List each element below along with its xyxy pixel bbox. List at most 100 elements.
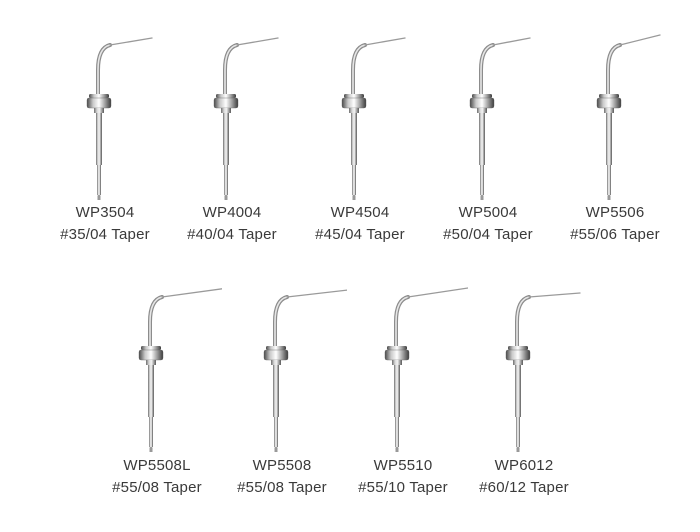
product-label: WP5510 #55/10 Taper — [338, 455, 468, 499]
nut-top — [387, 346, 407, 350]
endo-tip-image — [138, 288, 222, 452]
tip-neck-highlight — [480, 44, 494, 103]
product-item: WP5508L #55/08 Taper — [92, 282, 222, 532]
nut-top — [508, 346, 528, 350]
product-taper: #35/04 Taper — [60, 226, 150, 243]
nut-body — [505, 349, 531, 361]
shaft-upper — [606, 113, 612, 165]
product-code: WP4004 — [202, 204, 262, 221]
nut-top — [472, 94, 492, 98]
shaft-upper — [515, 365, 521, 417]
endo-tip-image — [213, 37, 279, 200]
product-label: WP5508#55/08 Taper — [217, 455, 347, 499]
product-item: WP4004 #40/04 Taper — [167, 30, 297, 280]
tip-file — [236, 37, 279, 46]
tip-file — [286, 289, 347, 298]
shaft-upper — [223, 113, 229, 165]
nut-collar — [604, 108, 614, 113]
product-taper: #55/08 Taper — [112, 479, 202, 496]
endo-tip-image — [469, 37, 531, 200]
tip-file — [619, 34, 661, 46]
product-taper: #50/04 Taper — [443, 226, 533, 243]
tip-file — [161, 288, 222, 298]
product-label: WP6012 #60/12 Taper — [459, 455, 589, 499]
nut-collar — [477, 108, 487, 113]
product-taper: #55/08 Taper — [237, 479, 327, 496]
product-item: WP5508#55/08 Taper — [217, 282, 347, 532]
shaft-upper — [394, 365, 400, 417]
product-code: WP6012 — [494, 457, 554, 474]
shaft-end — [395, 447, 399, 452]
nut-body — [263, 349, 289, 361]
nut-collar — [94, 108, 104, 113]
nut-collar — [146, 360, 156, 365]
nut-body — [596, 97, 622, 109]
shaft-lower — [480, 165, 484, 195]
shaft-lower — [274, 417, 278, 447]
endo-tip-image — [341, 37, 406, 200]
nut-collar — [392, 360, 402, 365]
nut-body — [384, 349, 410, 361]
nut-top — [599, 94, 619, 98]
product-taper: #60/12 Taper — [479, 479, 569, 496]
nut-top — [141, 346, 161, 350]
nut-top — [216, 94, 236, 98]
tip-neck-highlight — [352, 44, 366, 103]
endo-tip-image — [263, 289, 347, 452]
tip-neck-highlight — [149, 296, 163, 355]
shaft-lower — [352, 165, 356, 195]
tip-file — [407, 287, 468, 298]
product-item: WP3504 #35/04 Taper — [40, 30, 170, 280]
tip-neck-highlight — [395, 296, 409, 355]
shaft-lower — [516, 417, 520, 447]
shaft-end — [480, 195, 484, 200]
product-label: WP5508L #55/08 Taper — [92, 455, 222, 499]
shaft-end — [274, 447, 278, 452]
product-taper: #55/10 Taper — [358, 479, 448, 496]
product-code: WP3504 — [75, 204, 135, 221]
tip-file — [528, 292, 581, 298]
nut-collar — [513, 360, 523, 365]
nut-collar — [349, 108, 359, 113]
nut-collar — [221, 108, 231, 113]
shaft-upper — [479, 113, 485, 165]
nut-body — [213, 97, 239, 109]
product-item: WP5004#50/04 Taper — [423, 30, 553, 280]
tip-file — [492, 37, 531, 46]
endo-tip-image — [384, 287, 468, 452]
product-label: WP5506#55/06 Taper — [550, 202, 680, 246]
product-label: WP4504 #45/04 Taper — [295, 202, 425, 246]
product-item: WP5510 #55/10 Taper — [338, 282, 468, 532]
shaft-end — [97, 195, 101, 200]
product-taper: #40/04 Taper — [187, 226, 277, 243]
shaft-end — [149, 447, 153, 452]
shaft-upper — [96, 113, 102, 165]
shaft-upper — [273, 365, 279, 417]
product-taper: #55/06 Taper — [570, 226, 660, 243]
product-label: WP3504 #35/04 Taper — [40, 202, 170, 246]
product-code: WP5510 — [373, 457, 433, 474]
tip-neck-highlight — [516, 296, 530, 355]
shaft-lower — [224, 165, 228, 195]
shaft-end — [352, 195, 356, 200]
nut-body — [86, 97, 112, 109]
product-taper: #45/04 Taper — [315, 226, 405, 243]
shaft-end — [516, 447, 520, 452]
shaft-upper — [148, 365, 154, 417]
nut-body — [341, 97, 367, 109]
endo-tip-image — [86, 37, 153, 200]
shaft-end — [607, 195, 611, 200]
product-item: WP5506#55/06 Taper — [550, 30, 680, 280]
endo-tip-image — [596, 34, 661, 200]
nut-collar — [271, 360, 281, 365]
tip-file — [109, 37, 153, 46]
product-code: WP4504 — [330, 204, 390, 221]
tip-neck-highlight — [274, 296, 288, 355]
shaft-lower — [97, 165, 101, 195]
shaft-upper — [351, 113, 357, 165]
product-code: WP5508L — [123, 457, 191, 474]
nut-top — [266, 346, 286, 350]
shaft-lower — [149, 417, 153, 447]
product-label: WP4004 #40/04 Taper — [167, 202, 297, 246]
shaft-lower — [607, 165, 611, 195]
